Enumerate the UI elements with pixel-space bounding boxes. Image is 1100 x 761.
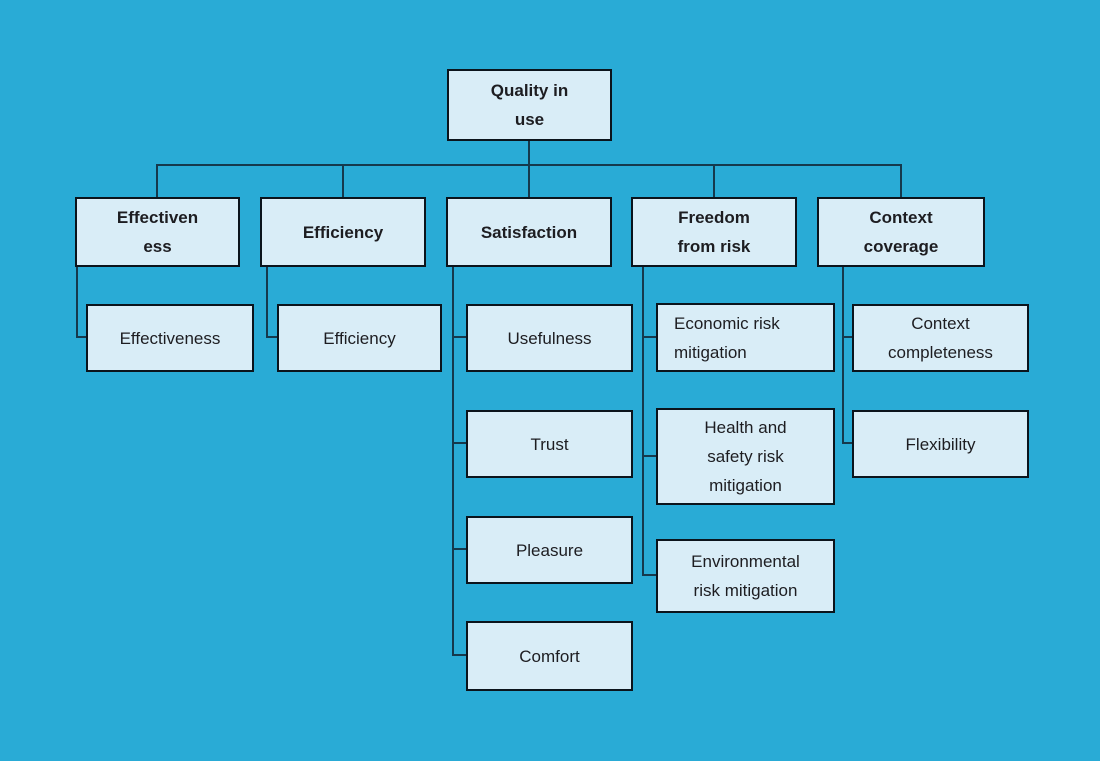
connector-elbow-comfort (452, 654, 466, 656)
connector-trunk-satisfaction (452, 267, 454, 656)
connector-drop-effectiveness (156, 165, 158, 197)
node-trust[interactable]: Trust (466, 410, 633, 478)
node-context-coverage[interactable]: Context coverage (817, 197, 985, 267)
node-effectiveness[interactable]: Effectiven ess (75, 197, 240, 267)
connector-elbow-flexibility (842, 442, 852, 444)
connector-elbow-effectiveness (76, 336, 86, 338)
node-comfort[interactable]: Comfort (466, 621, 633, 691)
node-environmental-risk-mitigation[interactable]: Environmental risk mitigation (656, 539, 835, 613)
node-effectiveness-sub[interactable]: Effectiveness (86, 304, 254, 372)
node-context-completeness[interactable]: Context completeness (852, 304, 1029, 372)
connector-trunk-context (842, 267, 844, 444)
connector-trunk-efficiency (266, 267, 268, 338)
node-freedom-from-risk[interactable]: Freedom from risk (631, 197, 797, 267)
node-usefulness[interactable]: Usefulness (466, 304, 633, 372)
connector-drop-freedom (713, 165, 715, 197)
connector-elbow-usefulness (452, 336, 466, 338)
node-efficiency[interactable]: Efficiency (260, 197, 426, 267)
connector-trunk-freedom (642, 267, 644, 576)
connector-drop-satisfaction (528, 165, 530, 197)
connector-elbow-environmental (642, 574, 656, 576)
connector-drop-efficiency (342, 165, 344, 197)
node-efficiency-sub[interactable]: Efficiency (277, 304, 442, 372)
node-quality-in-use[interactable]: Quality in use (447, 69, 612, 141)
node-health-safety-risk-mitigation[interactable]: Health and safety risk mitigation (656, 408, 835, 505)
connector-elbow-efficiency (266, 336, 277, 338)
node-satisfaction[interactable]: Satisfaction (446, 197, 612, 267)
connector-elbow-pleasure (452, 548, 466, 550)
connector-elbow-context-completeness (842, 336, 852, 338)
connector-elbow-trust (452, 442, 466, 444)
connector-elbow-health (642, 455, 656, 457)
node-pleasure[interactable]: Pleasure (466, 516, 633, 584)
connector-trunk-effectiveness (76, 267, 78, 338)
connector-elbow-economic (642, 336, 656, 338)
connector-root-drop (528, 141, 530, 165)
node-economic-risk-mitigation[interactable]: Economic risk mitigation (656, 303, 835, 372)
node-flexibility[interactable]: Flexibility (852, 410, 1029, 478)
connector-drop-context (900, 165, 902, 197)
